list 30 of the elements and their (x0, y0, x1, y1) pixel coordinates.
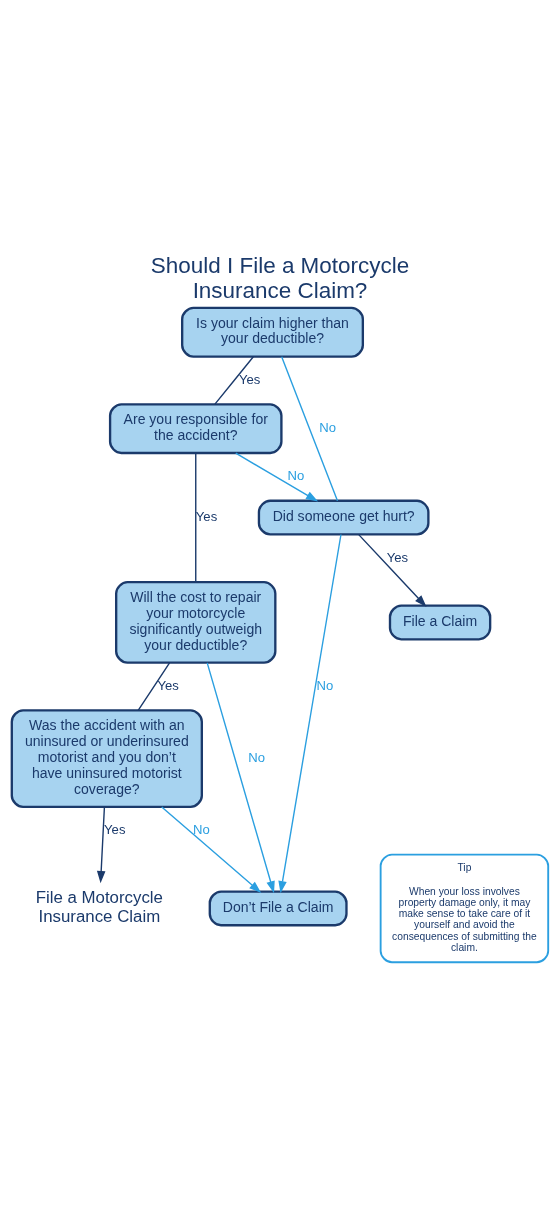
edge-label: No (287, 468, 305, 484)
connector (280, 356, 339, 502)
node-text: File a Motorcycle Insurance Claim (35, 888, 163, 926)
node-box: Are you responsible for the accident? (108, 403, 283, 455)
edge-label: Yes (386, 549, 409, 565)
arrow (278, 533, 342, 894)
connector (137, 662, 171, 712)
edge-label: No (319, 420, 337, 436)
edge-label: Yes (104, 822, 126, 838)
node-box: Did someone get hurt? (257, 499, 430, 536)
node-box: File a Claim (388, 604, 492, 641)
edge-label: Yes (157, 678, 179, 694)
edge-label: No (316, 678, 334, 694)
edge-label: Yes (238, 371, 261, 387)
diagram-title: Should I File a Motorcycle Insurance Claim? (150, 253, 410, 303)
node-box: Don’t File a Claim (208, 890, 348, 927)
arrow (235, 452, 319, 502)
arrow (206, 662, 275, 894)
node-box: Will the cost to repair your motorcycle significantly outweigh your deductible? (115, 581, 277, 664)
edge-label: No (248, 750, 265, 766)
connector (214, 356, 255, 405)
node-box: Tip When your loss involves property damage only, it may make sense to take care of it yourself and avoid the consequences of submitting the claim. (379, 853, 550, 964)
connector (195, 452, 197, 583)
arrow (358, 533, 427, 608)
edge-label: No (192, 822, 210, 838)
arrow (96, 806, 106, 884)
node-box: Was the accident with an uninsured or underinsured motorist and you don’t have uninsured motorist coverage? (10, 709, 203, 809)
arrow (161, 806, 262, 893)
node-box: Is your claim higher than your deductible? (181, 306, 365, 358)
edge-label: Yes (195, 509, 218, 525)
